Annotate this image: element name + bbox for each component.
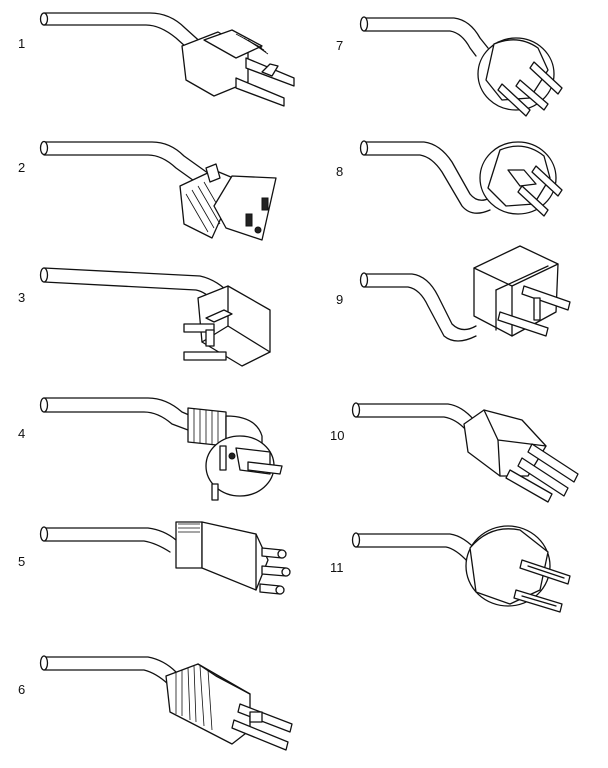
plug-7: 7 xyxy=(336,16,563,117)
plug-10-prongs xyxy=(505,443,579,503)
plug-3-label: 3 xyxy=(18,290,25,305)
plug-2-body xyxy=(179,163,277,241)
plug-8-cord xyxy=(359,140,491,214)
plug-2-cord xyxy=(39,140,213,189)
plug-4: 4 xyxy=(18,397,283,501)
plug-1-body xyxy=(181,29,269,97)
plug-9: 9 xyxy=(336,245,571,342)
plug-2-label: 2 xyxy=(18,160,25,175)
plug-10: 10 xyxy=(330,402,579,503)
plug-1: 1 xyxy=(18,12,295,107)
plug-11-label: 11 xyxy=(330,560,344,575)
plug-6-cord xyxy=(39,655,177,685)
plug-9-cord xyxy=(359,272,477,342)
plug-11-prongs xyxy=(513,559,571,613)
plug-4-cord xyxy=(39,397,197,431)
plug-1-prongs xyxy=(235,57,295,107)
plug-7-prongs xyxy=(497,61,563,117)
plug-8: 8 xyxy=(336,140,563,217)
plug-6-prongs xyxy=(231,703,293,751)
plug-11-body xyxy=(465,525,551,607)
plug-10-cord xyxy=(351,402,475,431)
plug-2: 2 xyxy=(18,140,277,241)
plug-1-label: 1 xyxy=(18,36,25,51)
plug-5-body xyxy=(175,521,269,591)
plug-5-cord xyxy=(39,526,177,553)
plug-4-label: 4 xyxy=(18,426,25,441)
plug-9-prongs xyxy=(497,285,571,337)
plug-10-body xyxy=(463,409,547,477)
plug-11: 11 xyxy=(330,525,571,613)
plug-6-label: 6 xyxy=(18,682,25,697)
plug-11-cord xyxy=(351,532,479,563)
plug-3-prongs xyxy=(183,323,227,361)
plug-7-label: 7 xyxy=(336,38,343,53)
plug-9-label: 9 xyxy=(336,292,343,307)
plug-5: 5 xyxy=(18,521,291,595)
plug-5-prongs xyxy=(259,547,291,595)
plug-4-prongs xyxy=(211,445,283,501)
plug-7-cord xyxy=(359,16,489,57)
plug-5-label: 5 xyxy=(18,554,25,569)
plug-8-prongs xyxy=(507,165,563,217)
plug-6-body xyxy=(165,663,251,745)
plug-3: 3 xyxy=(18,267,271,367)
plug-10-label: 10 xyxy=(330,428,344,443)
plug-1-cord xyxy=(39,12,206,57)
plug-6: 6 xyxy=(18,655,293,751)
plug-8-label: 8 xyxy=(336,164,343,179)
plug-4-body xyxy=(187,407,275,497)
